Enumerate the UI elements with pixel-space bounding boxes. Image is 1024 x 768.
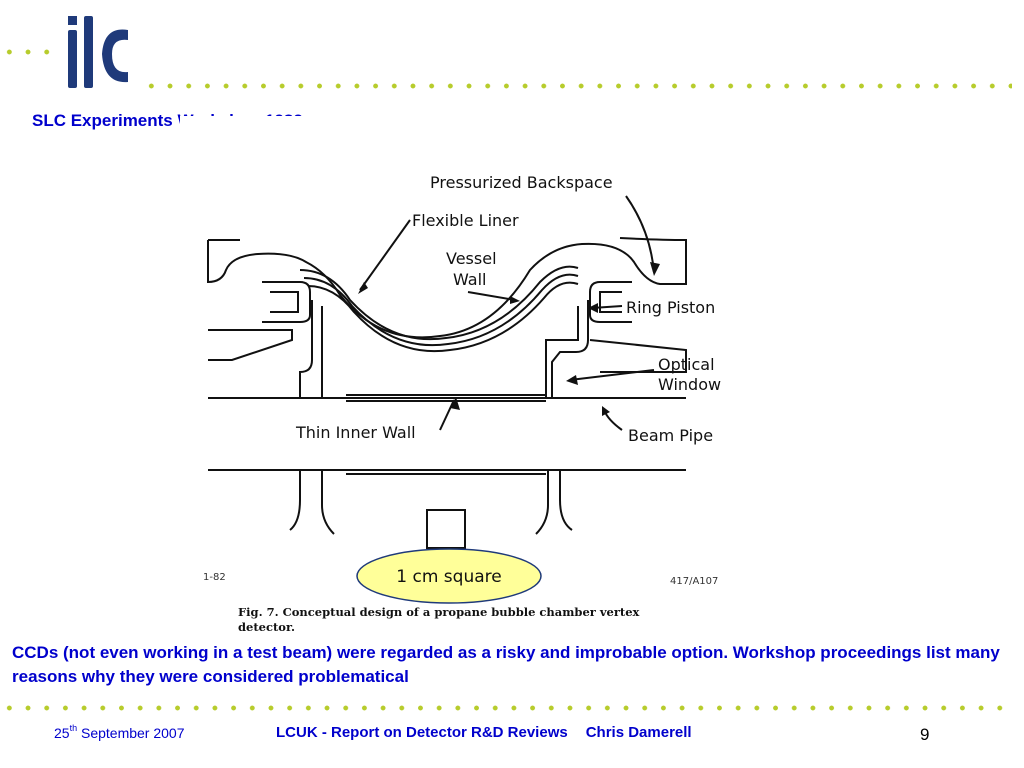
footer-report-title: LCUK - Report on Detector R&D Reviews — [276, 724, 568, 741]
figure-code-left: 1-82 — [203, 572, 226, 583]
label-wall: Wall — [453, 270, 487, 289]
header-dots-left — [0, 49, 62, 55]
label-ring-piston: Ring Piston — [626, 298, 715, 317]
figure-code-right: 417/A107 — [670, 576, 718, 587]
label-scale: 1 cm square — [396, 567, 501, 587]
footer-date-day: 25 — [54, 725, 70, 741]
figure-caption-line1: Fig. 7. Conceptual design of a propane b… — [238, 605, 640, 619]
footer-date-suffix: th — [69, 723, 78, 733]
footer-report: LCUK - Report on Detector R&D Reviews Chr… — [276, 724, 692, 741]
label-flexible-liner: Flexible Liner — [412, 211, 519, 230]
label-window: Window — [658, 375, 721, 394]
label-optical: Optical — [658, 355, 715, 374]
label-beam-pipe: Beam Pipe — [628, 426, 713, 445]
label-thin-inner-wall: Thin Inner Wall — [295, 423, 416, 442]
body-text: CCDs (not even working in a test beam) w… — [12, 643, 1000, 686]
footer-date: 25th September 2007 — [54, 723, 185, 741]
figure-caption-line2: detector. — [238, 620, 295, 634]
label-pressurized-backspace: Pressurized Backspace — [430, 173, 613, 192]
detector-figure: Pressurized Backspace Flexible Liner Ves… — [180, 116, 752, 640]
header-dots-right — [142, 83, 1012, 89]
ilc-logo — [62, 12, 138, 92]
label-vessel: Vessel — [446, 249, 497, 268]
page-number: 9 — [920, 725, 930, 744]
footer-author: Chris Damerell — [585, 724, 692, 741]
footer-date-rest: September 2007 — [77, 725, 185, 741]
footer-dots — [0, 705, 1012, 711]
